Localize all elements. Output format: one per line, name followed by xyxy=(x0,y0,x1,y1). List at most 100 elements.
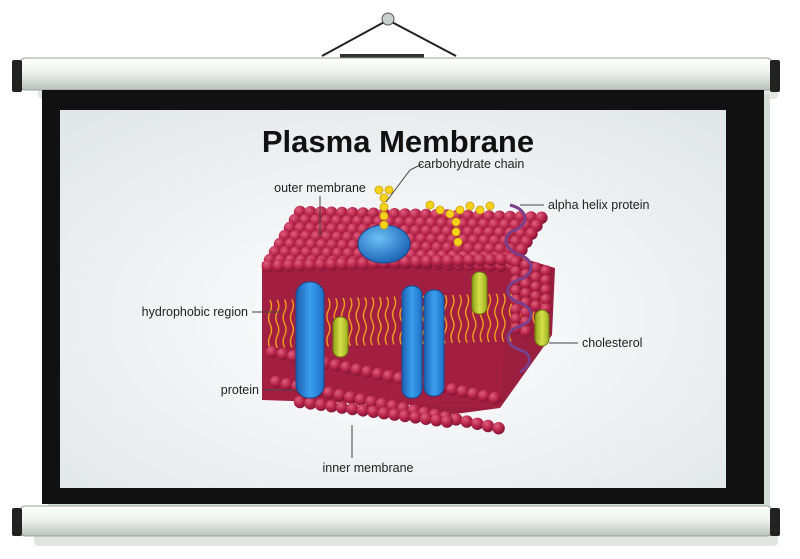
top-roller-right-cap xyxy=(770,60,780,92)
leader-carbohydrate-chain xyxy=(385,163,423,203)
lipid-tail xyxy=(450,294,455,344)
phospholipid-head xyxy=(460,415,473,428)
phospholipid-head xyxy=(314,258,328,271)
hanger-pin xyxy=(381,12,395,26)
phospholipid-head xyxy=(492,422,505,435)
phospholipid-head xyxy=(322,386,336,400)
bottom-roller-right-cap xyxy=(770,508,780,536)
phospholipid-head xyxy=(365,395,378,408)
label-carbohydrate-chain: carbohydrate chain xyxy=(418,157,524,171)
lipid-tail xyxy=(282,299,287,348)
carbohydrate-bead xyxy=(465,201,475,211)
diagram-title: Plasma Membrane xyxy=(262,124,534,159)
phospholipid-head xyxy=(510,303,522,316)
phospholipid-head xyxy=(530,271,542,284)
phospholipid-head xyxy=(540,274,552,287)
phospholipid-head xyxy=(265,345,279,359)
phospholipid-head xyxy=(325,257,338,271)
lipid-tail xyxy=(275,299,280,349)
phospholipid-head xyxy=(510,284,522,297)
bottom-roller-left-cap xyxy=(12,508,22,536)
phospholipid-head xyxy=(440,415,454,428)
lipid-tail xyxy=(384,296,389,346)
carbohydrate-bead xyxy=(379,193,389,203)
label-protein: protein xyxy=(221,383,259,397)
carbohydrate-bead xyxy=(374,185,384,195)
phospholipid-head xyxy=(388,408,401,421)
cholesterol-molecule xyxy=(534,309,550,347)
phospholipid-head xyxy=(477,389,491,403)
phospholipid-head xyxy=(346,402,359,416)
label-outer-membrane: outer membrane xyxy=(274,181,366,195)
label-cholesterol: cholesterol xyxy=(582,336,642,350)
phospholipid-head xyxy=(282,259,296,272)
phospholipid-head xyxy=(293,258,307,272)
phospholipid-head xyxy=(446,383,459,396)
phospholipid-head xyxy=(340,361,353,374)
carbohydrate-bead xyxy=(379,202,389,212)
phospholipid-head xyxy=(371,367,385,381)
phospholipid-head xyxy=(410,255,423,269)
phospholipid-head xyxy=(350,363,363,376)
phospholipid-head xyxy=(335,401,349,414)
lipid-tail xyxy=(486,293,492,343)
carbohydrate-bead xyxy=(379,220,389,230)
phospholipid-head xyxy=(344,391,357,404)
phospholipid-head xyxy=(520,278,532,290)
carbohydrate-bead xyxy=(451,217,461,227)
phospholipid-head xyxy=(540,284,552,296)
label-alpha-helix-protein: alpha helix protein xyxy=(548,198,650,212)
lipid-tail xyxy=(355,297,360,346)
phospholipid-head xyxy=(510,313,522,325)
phospholipid-head xyxy=(540,293,552,306)
phospholipid-head xyxy=(530,281,542,293)
phospholipid-head xyxy=(377,407,391,420)
carbohydrate-bead xyxy=(485,201,495,211)
phospholipid-head xyxy=(399,255,413,269)
phospholipid-head xyxy=(314,398,328,411)
alpha-helix-protein xyxy=(504,203,533,374)
carbohydrate-bead xyxy=(475,205,485,215)
phospholipid-head xyxy=(530,262,542,274)
phospholipid-head xyxy=(520,287,532,300)
phospholipid-head xyxy=(398,409,412,423)
phospholipid-head xyxy=(467,387,480,400)
phospholipid-head xyxy=(272,259,285,273)
lipid-tail xyxy=(267,299,273,349)
phospholipid-head xyxy=(356,404,370,417)
phospholipid-head xyxy=(269,375,283,389)
phospholipid-head xyxy=(520,297,532,309)
phospholipid-head xyxy=(335,257,349,271)
phospholipid-head xyxy=(261,259,275,273)
phospholipid-head xyxy=(420,255,434,268)
transmembrane-protein xyxy=(401,285,423,399)
phospholipid-head xyxy=(510,265,522,278)
lipid-tail xyxy=(377,296,382,346)
phospholipid-head xyxy=(367,405,380,418)
label-inner-membrane: inner membrane xyxy=(322,461,413,475)
phospholipid-head xyxy=(357,256,370,270)
phospholipid-head xyxy=(530,300,542,312)
carbohydrate-bead xyxy=(384,185,394,195)
lipid-tail xyxy=(501,293,506,342)
hanger-bar xyxy=(340,54,424,60)
phospholipid-head xyxy=(361,365,374,378)
phospholipid-head xyxy=(409,411,422,424)
lipid-tail xyxy=(326,298,331,347)
cholesterol-molecule xyxy=(471,271,488,315)
phospholipid-head xyxy=(304,397,317,410)
lipid-tail xyxy=(348,297,353,347)
top-roller-left-cap xyxy=(12,60,22,92)
phospholipid-head xyxy=(473,253,487,267)
carbohydrate-bead xyxy=(445,209,455,219)
phospholipid-head xyxy=(419,412,433,425)
carbohydrate-bead xyxy=(451,227,461,237)
lipid-tail xyxy=(370,296,375,346)
phospholipid-head xyxy=(481,419,495,433)
lipid-tail xyxy=(494,293,499,343)
carbohydrate-bead xyxy=(435,205,445,215)
phospholipid-head xyxy=(452,254,466,267)
phospholipid-head xyxy=(431,254,444,268)
phospholipid-head xyxy=(333,389,346,402)
